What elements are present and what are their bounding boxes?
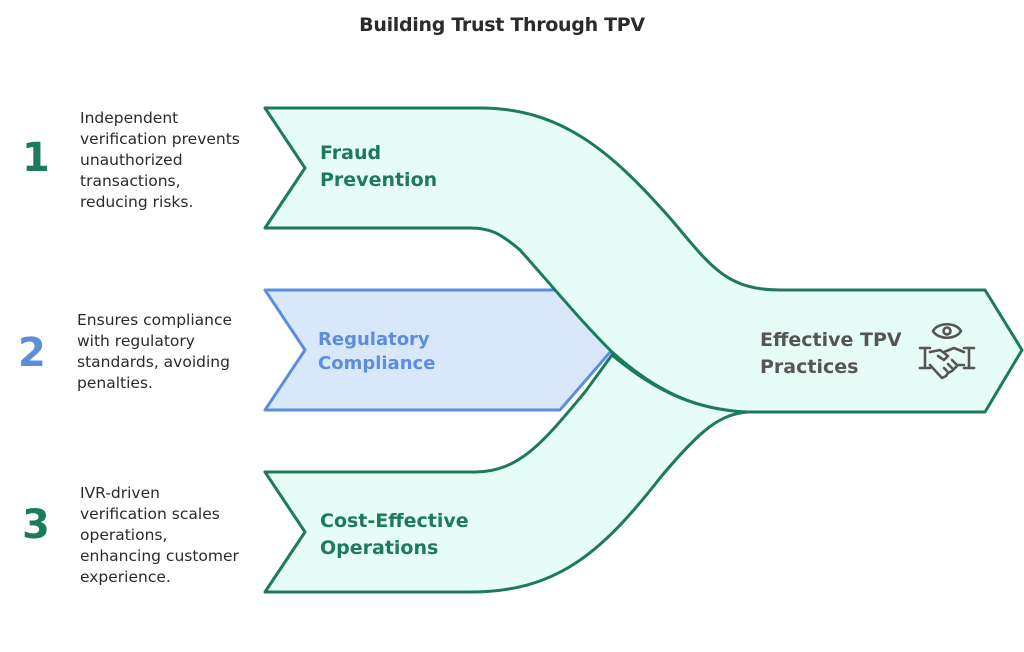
step-number-1: 1 (22, 135, 50, 181)
label-line: Prevention (320, 169, 438, 191)
description-line: verification scales (80, 505, 220, 523)
description-line: unauthorized (80, 151, 183, 169)
label-line: Compliance (318, 353, 436, 374)
description-line: Independent (80, 109, 179, 127)
description-line: verification prevents (80, 130, 240, 148)
description-line: penalties. (77, 374, 153, 392)
step-description-3: IVR-driven verification scales operation… (80, 483, 239, 588)
label-line: Practices (760, 356, 859, 378)
outcome-label: Effective TPV Practices (760, 327, 902, 381)
step-number-2: 2 (18, 330, 46, 376)
description-line: IVR-driven (80, 484, 160, 502)
label-line: Regulatory (318, 329, 430, 350)
step-description-2: Ensures compliance with regulatory stand… (77, 310, 232, 394)
description-line: transactions, (80, 172, 181, 190)
handshake-icon (918, 346, 976, 380)
description-line: Ensures compliance (77, 311, 233, 329)
description-line: reducing risks. (80, 193, 194, 211)
label-line: Effective TPV (760, 329, 902, 351)
eye-pupil (942, 326, 952, 336)
eye-icon (931, 322, 963, 340)
description-line: standards, avoiding (77, 353, 230, 371)
label-line: Cost-Effective (320, 510, 469, 532)
step-number-3: 3 (22, 502, 50, 548)
description-line: operations, (80, 526, 168, 544)
description-line: experience. (80, 568, 171, 586)
label-line: Operations (320, 537, 439, 559)
step-label-2: Regulatory Compliance (318, 328, 435, 376)
step-label-3: Cost-Effective Operations (320, 508, 469, 562)
arrow-fraud-prevention (263, 106, 1024, 414)
eye-handshake-icon (918, 322, 976, 380)
label-line: Fraud (320, 142, 382, 164)
description-line: enhancing customer (80, 547, 239, 565)
diagram-title: Building Trust Through TPV (359, 14, 645, 36)
step-description-1: Independent verification prevents unauth… (80, 108, 240, 213)
description-line: with regulatory (77, 332, 195, 350)
step-label-1: Fraud Prevention (320, 140, 437, 194)
